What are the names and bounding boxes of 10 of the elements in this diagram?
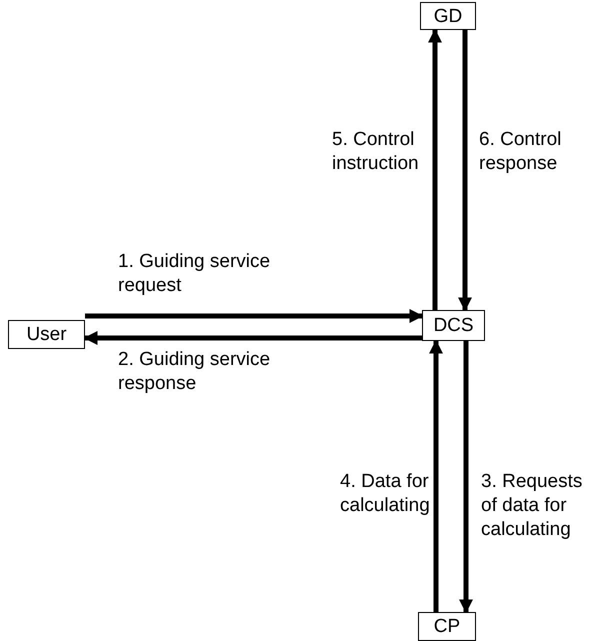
edge-label: 4. Data for calculating (340, 470, 432, 518)
arrow (458, 30, 472, 312)
arrow (85, 309, 424, 323)
arrow (84, 331, 422, 345)
arrow (428, 28, 442, 310)
process-box: DCS (422, 310, 485, 341)
process-box: User (8, 320, 85, 349)
process-box: GD (420, 2, 476, 30)
arrow (459, 341, 473, 614)
process-box: CP (418, 612, 476, 641)
